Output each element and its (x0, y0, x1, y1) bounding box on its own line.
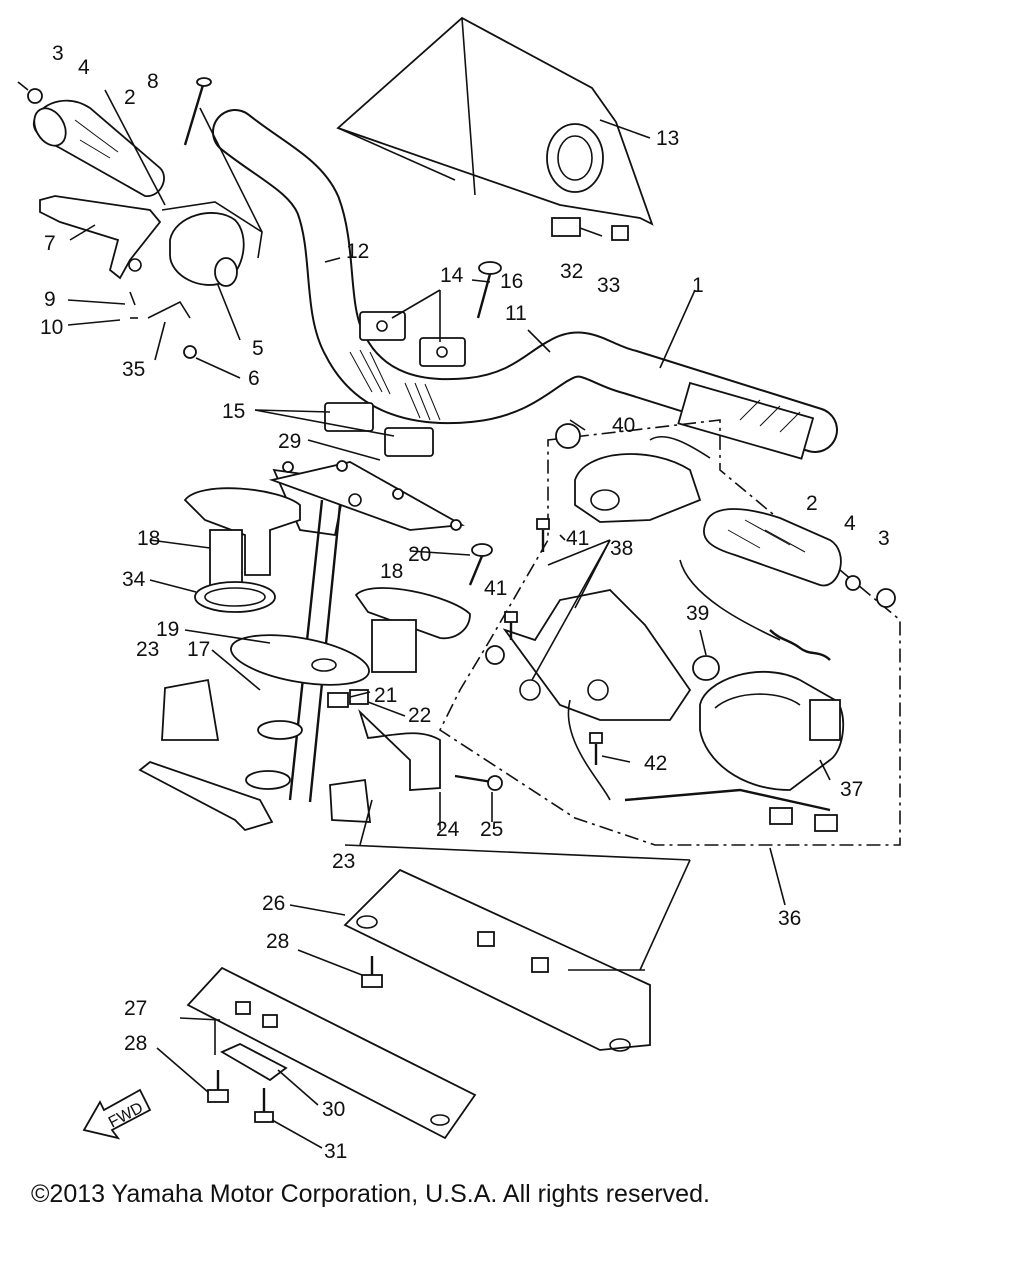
part-label-5: 5 (252, 337, 264, 360)
part-label-7: 7 (44, 232, 56, 255)
part-label-2b: 2 (806, 492, 818, 515)
band-34 (194, 581, 276, 613)
part-label-39: 39 (686, 602, 709, 625)
nut-21-22 (327, 689, 369, 708)
part-label-25: 25 (480, 818, 503, 841)
handlebar-parts-diagram: FWD (17, 16, 901, 1163)
wiring-harness (567, 559, 838, 832)
part-label-19: 19 (156, 618, 179, 641)
part-label-30: 30 (322, 1098, 345, 1121)
pad-23-lower (329, 778, 372, 823)
part-label-36: 36 (778, 907, 801, 930)
part-label-33: 33 (597, 274, 620, 297)
bolt-28-upper (361, 956, 383, 988)
part-label-9: 9 (44, 288, 56, 311)
switch-housing-top (555, 423, 711, 523)
part-label-41a: 41 (566, 527, 589, 550)
part-label-18b: 18 (380, 560, 403, 583)
bolt-25 (454, 774, 503, 791)
part-label-3a: 3 (52, 42, 64, 65)
part-label-14: 14 (440, 264, 464, 287)
bracket-26 (343, 868, 651, 1052)
part-label-26: 26 (262, 892, 285, 915)
bolt-28-lower (207, 1070, 229, 1103)
throttle-lever-7 (39, 195, 162, 280)
part-label-13: 13 (656, 127, 679, 150)
part-label-34: 34 (122, 568, 146, 591)
fwd-arrow-icon: FWD (82, 1088, 152, 1140)
part-label-4b: 4 (844, 512, 856, 535)
part-label-3b: 3 (878, 527, 890, 550)
clamp-24 (358, 708, 441, 791)
heater-coil (769, 629, 831, 661)
part-label-2a: 2 (124, 86, 136, 109)
part-label-29: 29 (278, 430, 301, 453)
part-label-15: 15 (222, 400, 245, 423)
part-label-16: 16 (500, 270, 523, 293)
part-label-31: 31 (324, 1140, 347, 1163)
part-label-1: 1 (692, 274, 704, 297)
part-label-28b: 28 (124, 1032, 147, 1055)
part-label-6: 6 (248, 367, 260, 390)
bolt-8 (183, 77, 212, 146)
part-label-24: 24 (436, 818, 460, 841)
upper-plate-29 (268, 460, 465, 531)
part-label-27: 27 (124, 997, 147, 1020)
bolt-16 (476, 261, 502, 319)
part-label-38: 38 (610, 537, 633, 560)
part-label-23a: 23 (136, 638, 159, 661)
part-label-21: 21 (374, 684, 397, 707)
copyright-notice: ©2013 Yamaha Motor Corporation, U.S.A. A… (31, 1180, 710, 1208)
plate-30 (220, 1043, 288, 1082)
cover-37 (699, 671, 845, 791)
part-label-4a: 4 (78, 56, 90, 79)
bracket-18-lower (354, 587, 471, 673)
leader-lines (67, 89, 831, 1149)
part-label-10: 10 (40, 316, 63, 339)
part-label-28a: 28 (266, 930, 289, 953)
part-label-18a: 18 (137, 527, 160, 550)
part-label-12: 12 (346, 240, 369, 263)
screws-41-42 (504, 518, 603, 765)
left-grip-2 (17, 81, 165, 197)
part-label-20: 20 (408, 543, 431, 566)
grommet-39 (692, 655, 720, 681)
part-label-32: 32 (560, 260, 583, 283)
switch-housing-bottom (485, 589, 692, 721)
pad-23-upper (161, 678, 220, 741)
upper-holders-14 (359, 311, 466, 367)
bracket-18-upper (183, 487, 301, 591)
part-label-35: 35 (122, 358, 145, 381)
handlebar-tube (212, 109, 838, 460)
windshield-13 (336, 16, 654, 241)
part-label-23b: 23 (332, 850, 355, 873)
bolt-20 (468, 543, 493, 586)
plate-19 (230, 634, 370, 686)
bolt-31 (254, 1088, 274, 1123)
part-label-41b: 41 (484, 577, 507, 600)
part-labels: 1 2 2 3 3 4 4 5 6 7 8 9 10 11 12 13 14 1… (40, 42, 890, 1163)
part-label-17: 17 (187, 638, 210, 661)
part-label-42: 42 (644, 752, 667, 775)
part-label-22: 22 (408, 704, 431, 727)
bracket-27 (186, 966, 477, 1140)
lower-holders-15 (324, 402, 434, 457)
right-grip-2 (703, 508, 896, 608)
part-label-8: 8 (147, 70, 159, 93)
part-label-11: 11 (505, 302, 527, 325)
part-label-40: 40 (612, 414, 635, 437)
part-label-37: 37 (840, 778, 863, 801)
throttle-housing-5 (129, 107, 263, 359)
